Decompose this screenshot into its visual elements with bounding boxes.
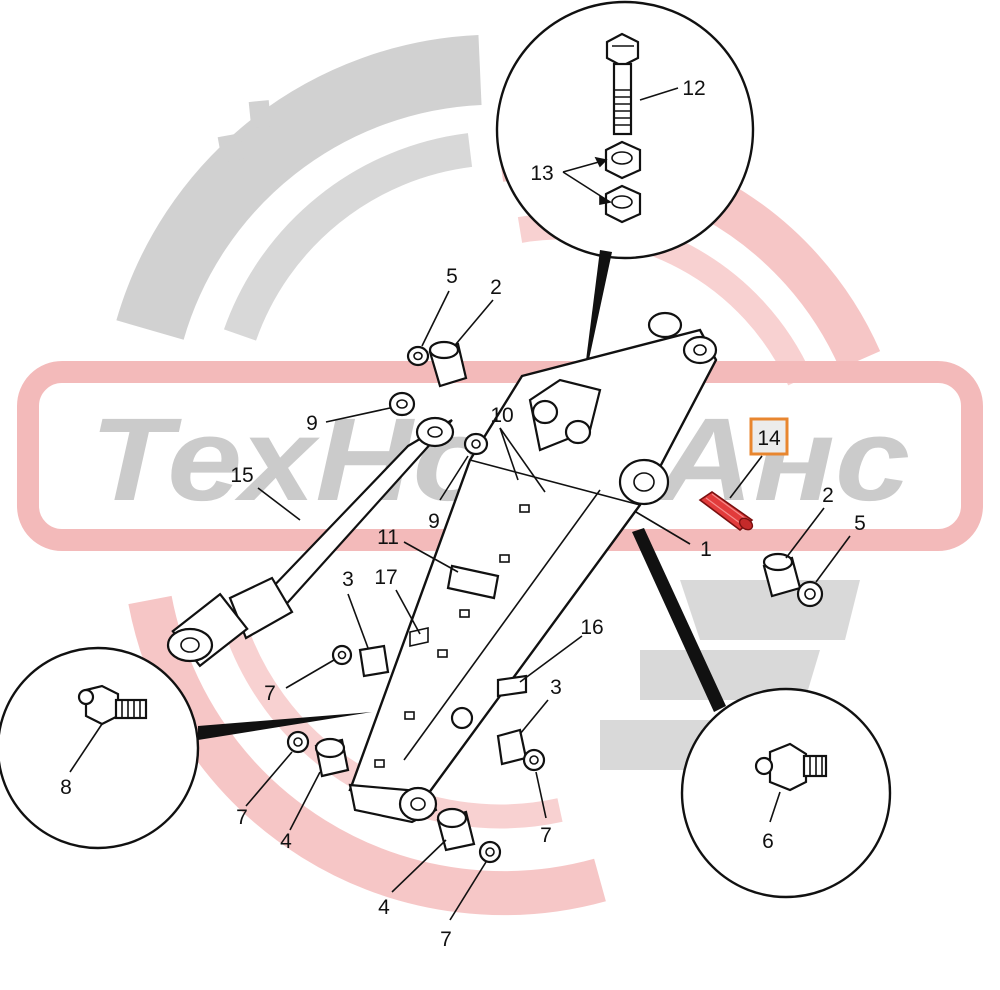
callout-16[interactable]: 16: [580, 616, 603, 639]
callout-4-b[interactable]: 4: [378, 896, 390, 919]
callout-7-b[interactable]: 7: [236, 806, 248, 829]
leader-lines: [69, 87, 851, 921]
callout-7-c[interactable]: 7: [540, 824, 552, 847]
callout-3-lower[interactable]: 3: [550, 676, 562, 699]
callout-10[interactable]: 10: [490, 404, 513, 427]
detail-circle-bolt: [495, 0, 755, 260]
callout-5-upper[interactable]: 5: [446, 265, 458, 288]
callout-5-right[interactable]: 5: [854, 512, 866, 535]
callout-7-a[interactable]: 7: [264, 682, 276, 705]
hardware-parts: [286, 340, 824, 864]
callout-14[interactable]: 14: [757, 427, 781, 450]
pointer-left: [198, 712, 372, 740]
boom-arm: [348, 311, 718, 824]
callout-12[interactable]: 12: [682, 77, 705, 100]
callout-15[interactable]: 15: [230, 464, 253, 487]
callout-labels: 12 13 5 2 9 10 15 9 11 1 2 5 3 17 16 7 3…: [60, 77, 866, 951]
hydraulic-cylinder: [166, 416, 455, 668]
highlight-box-14[interactable]: [749, 417, 789, 456]
callout-2-right[interactable]: 2: [822, 484, 834, 507]
callout-3-upper[interactable]: 3: [342, 568, 354, 591]
detail-circle-nipple-8: [0, 646, 200, 850]
detail-circle-nipple-6: [680, 687, 892, 899]
callout-4-a[interactable]: 4: [280, 830, 292, 853]
pointer-right: [632, 528, 726, 712]
callout-9-right[interactable]: 9: [428, 510, 440, 533]
callout-13[interactable]: 13: [530, 162, 553, 185]
callout-9-left[interactable]: 9: [306, 412, 318, 435]
callout-8[interactable]: 8: [60, 776, 72, 799]
callout-17[interactable]: 17: [374, 566, 397, 589]
leader-14: [729, 455, 763, 499]
callout-7-d[interactable]: 7: [440, 928, 452, 951]
callout-6[interactable]: 6: [762, 830, 774, 853]
callout-2-upper[interactable]: 2: [490, 276, 502, 299]
callout-1[interactable]: 1: [700, 538, 712, 561]
highlighted-pin-14[interactable]: [698, 491, 755, 532]
pointer-top: [582, 250, 612, 392]
callout-11[interactable]: 11: [377, 526, 399, 549]
